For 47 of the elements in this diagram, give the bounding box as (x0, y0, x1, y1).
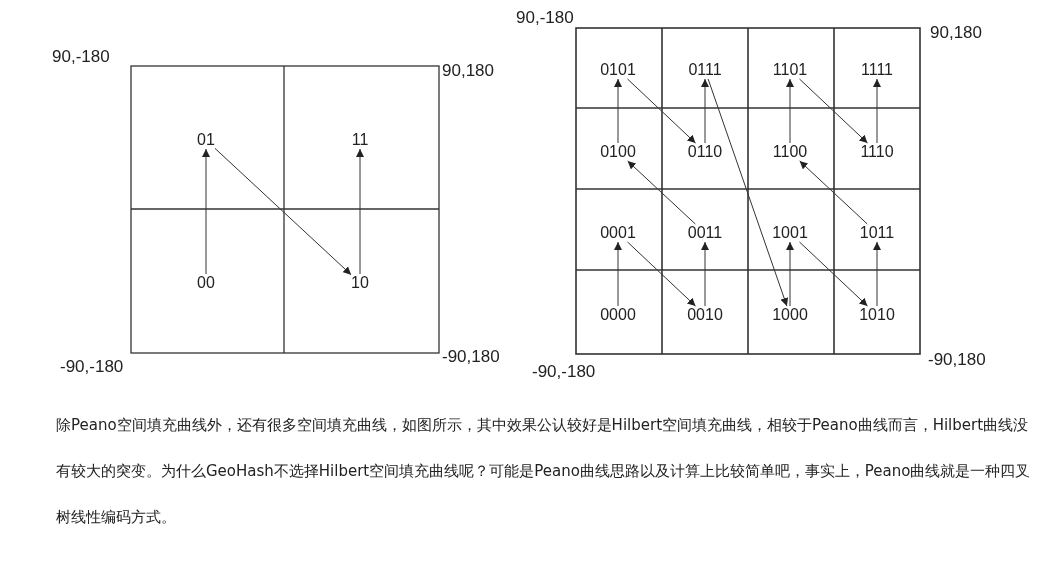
coordinate-label: 90,180 (930, 23, 982, 43)
arrow (799, 160, 868, 225)
arrow (356, 148, 364, 275)
arrow (214, 147, 352, 276)
coordinate-label: -90,180 (928, 350, 986, 370)
code-label: 1001 (772, 224, 808, 242)
arrow (701, 241, 709, 307)
code-label: 1101 (772, 61, 808, 79)
code-label: 0111 (688, 61, 722, 79)
code-label: 10 (351, 274, 369, 292)
code-label: 0101 (600, 61, 636, 79)
code-label: 11 (351, 131, 369, 149)
arrow (799, 241, 868, 307)
coordinate-label: 90,180 (442, 61, 494, 81)
arrow (614, 78, 622, 144)
arrow (873, 78, 881, 144)
arrow (786, 241, 794, 307)
paragraph: 除Peano空间填充曲线外，还有很多空间填充曲线，如图所示，其中效果公认较好是Hilbert空间填充曲线，相较于Peano曲线而言，Hilbert曲线没有较大的突变。为什么GeoHash不选择Hilbert空间填充曲线呢？可能是Peano曲线思路以及计算上比较简单吧，事实上，Peano曲线就是一种四叉树线性编码方式。 (56, 415, 1031, 528)
code-label: 1110 (860, 143, 894, 161)
arrow (701, 78, 709, 144)
code-label: 0110 (687, 143, 723, 161)
code-label: 0010 (687, 306, 723, 324)
arrow (614, 241, 622, 307)
code-label: 0000 (600, 306, 636, 324)
arrow (627, 160, 696, 225)
arrow (799, 78, 868, 144)
arrow (627, 241, 696, 307)
coordinate-label: -90,-180 (60, 357, 124, 377)
coordinate-label: -90,180 (442, 347, 500, 367)
code-label: 0011 (687, 224, 723, 242)
code-label: 0100 (600, 143, 636, 161)
arrow (707, 78, 789, 307)
code-label: 01 (197, 131, 215, 149)
arrow (786, 78, 794, 144)
code-label: 1010 (859, 306, 895, 324)
coordinate-label: -90,-180 (532, 362, 596, 382)
code-label: 0001 (600, 224, 636, 242)
arrow (202, 148, 210, 275)
code-label: 1111 (861, 61, 893, 79)
code-label: 1011 (859, 224, 895, 242)
code-label: 1100 (772, 143, 808, 161)
arrow (627, 78, 696, 144)
coordinate-label: 90,-180 (52, 47, 110, 67)
arrow (873, 241, 881, 307)
code-label: 00 (197, 274, 215, 292)
code-label: 1000 (772, 306, 808, 324)
coordinate-label: 90,-180 (516, 8, 574, 28)
